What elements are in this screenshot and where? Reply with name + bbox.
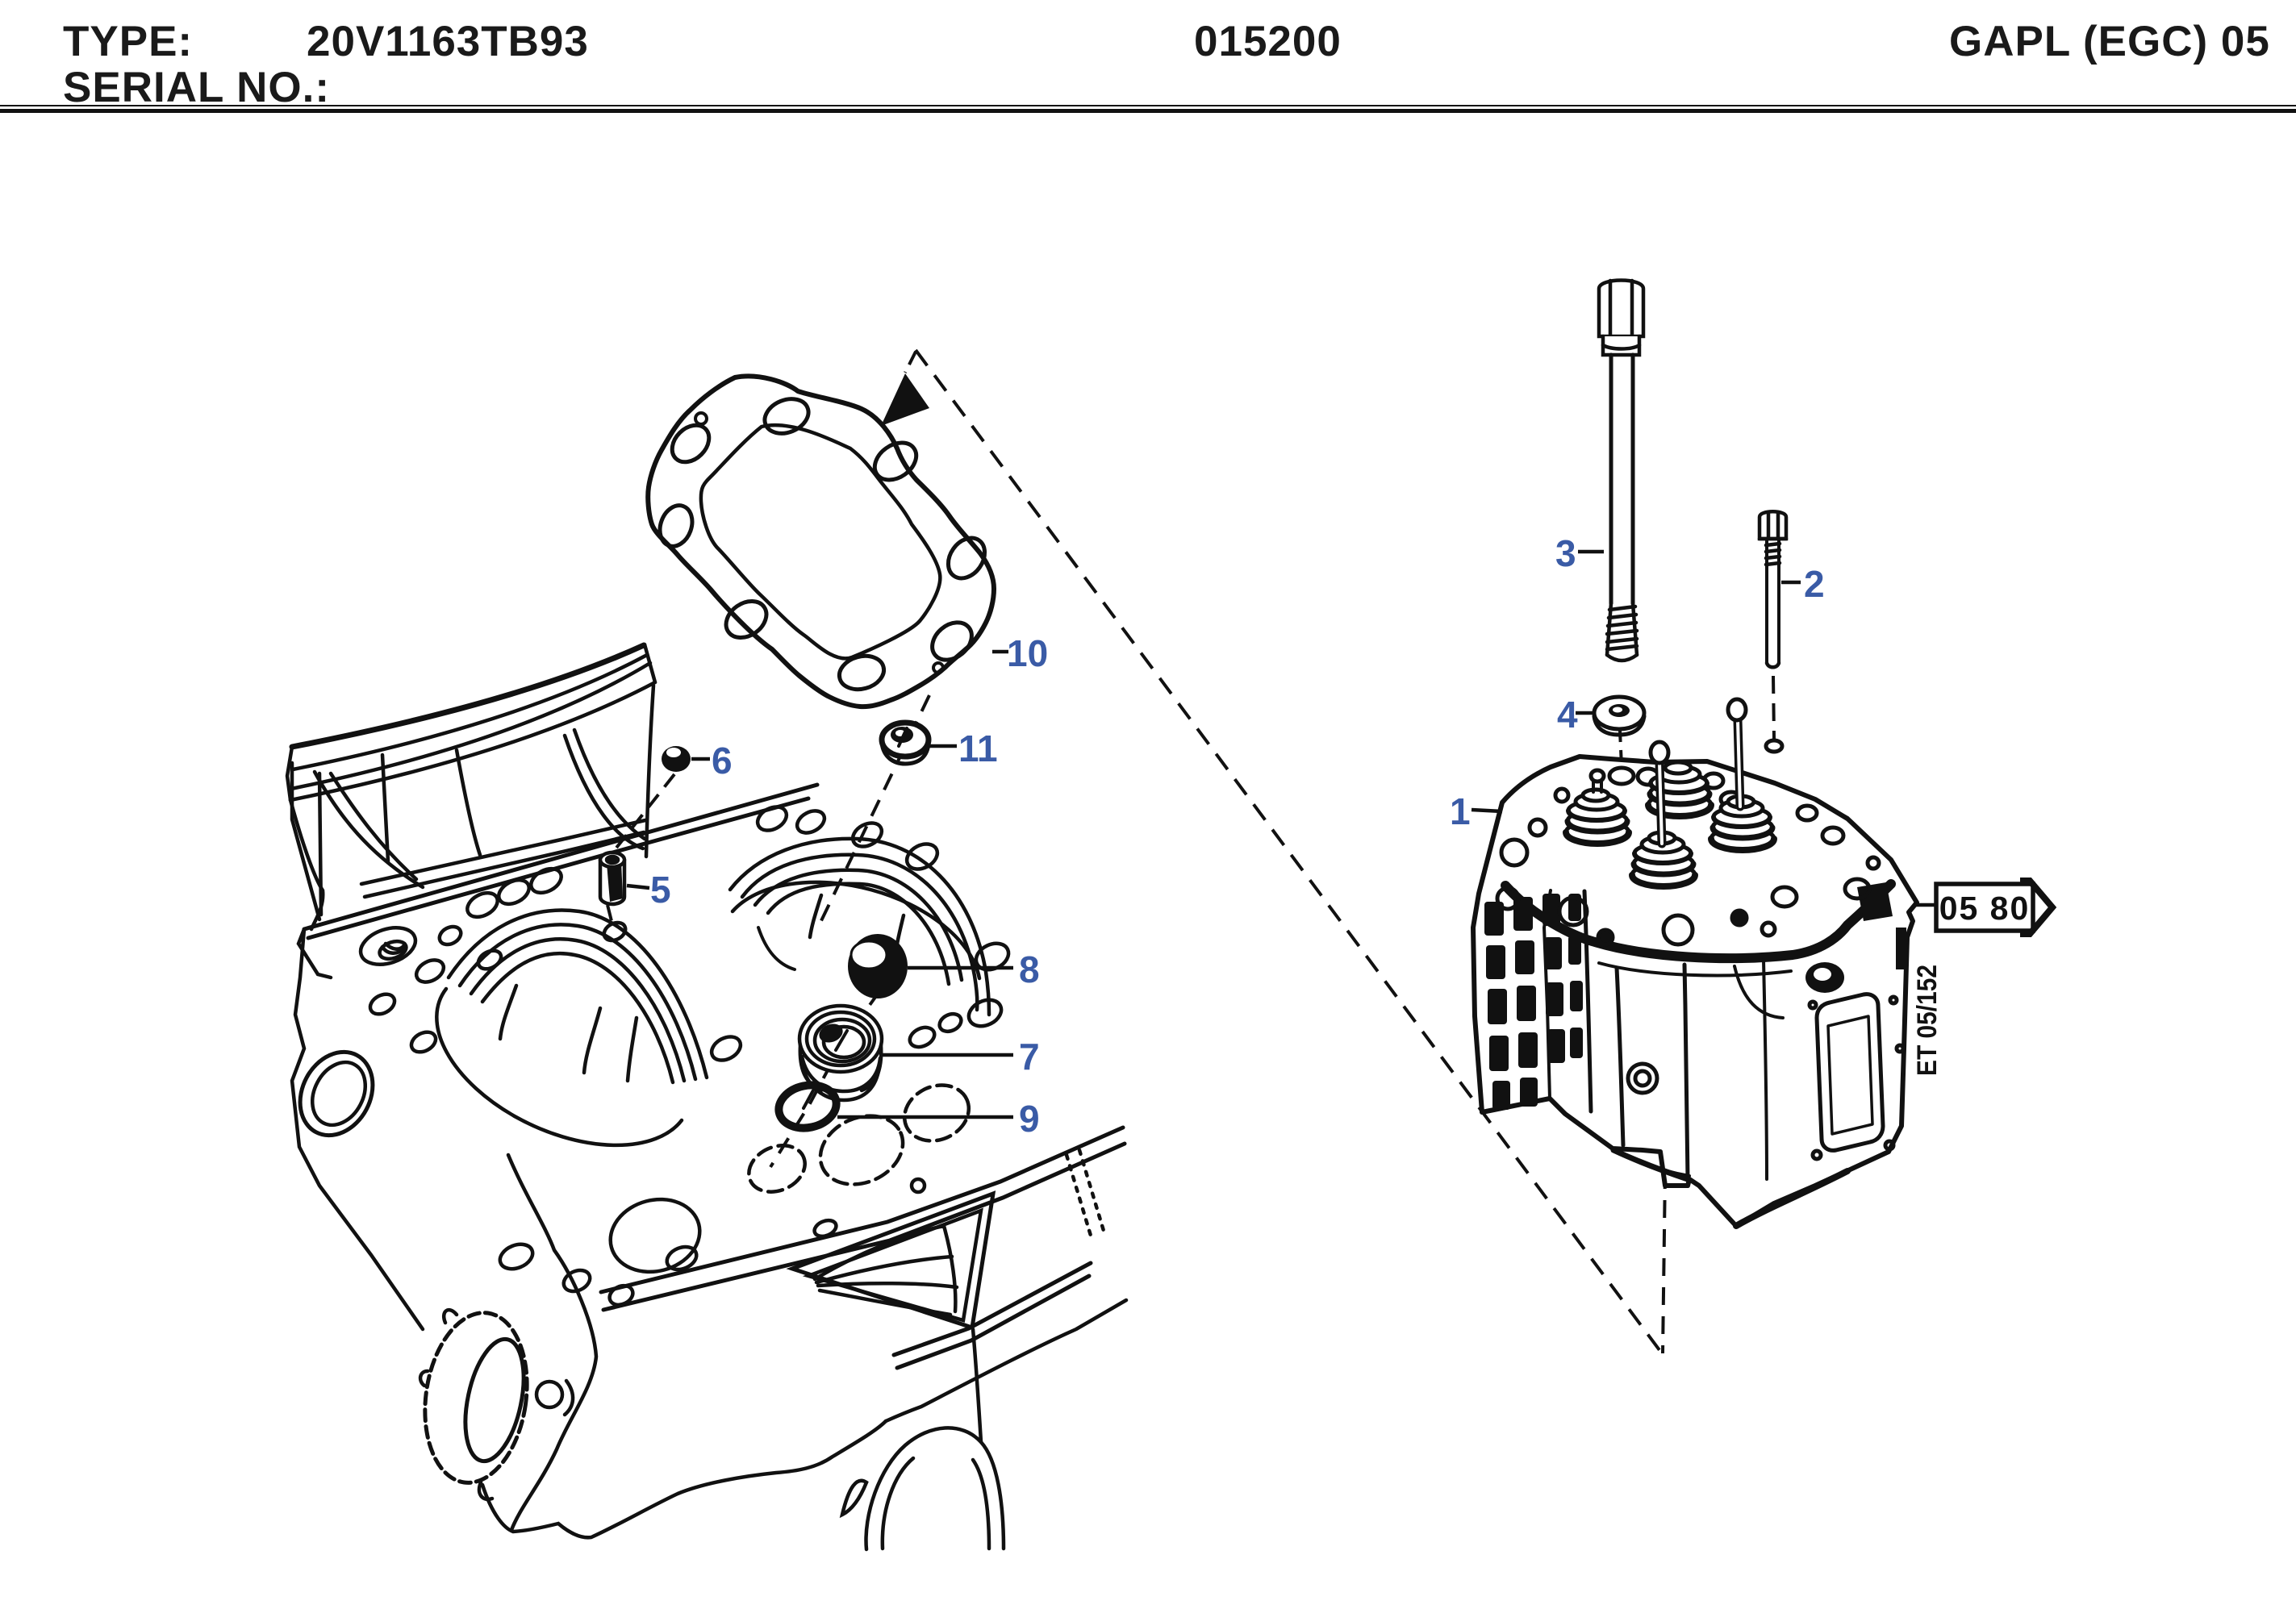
svg-text:9: 9 <box>1019 1098 1040 1140</box>
svg-text:ET 05/152: ET 05/152 <box>1912 965 1943 1076</box>
svg-text:2: 2 <box>1804 563 1825 605</box>
svg-text:7: 7 <box>1019 1036 1040 1078</box>
svg-text:8: 8 <box>1019 948 1040 990</box>
svg-text:4: 4 <box>1557 694 1578 736</box>
svg-text:11: 11 <box>958 727 998 769</box>
svg-text:6: 6 <box>712 740 733 782</box>
svg-text:5: 5 <box>650 869 671 911</box>
svg-text:1: 1 <box>1450 790 1471 832</box>
svg-text:05 80: 05 80 <box>1939 890 2031 927</box>
svg-text:10: 10 <box>1007 632 1048 674</box>
svg-text:3: 3 <box>1555 532 1576 574</box>
